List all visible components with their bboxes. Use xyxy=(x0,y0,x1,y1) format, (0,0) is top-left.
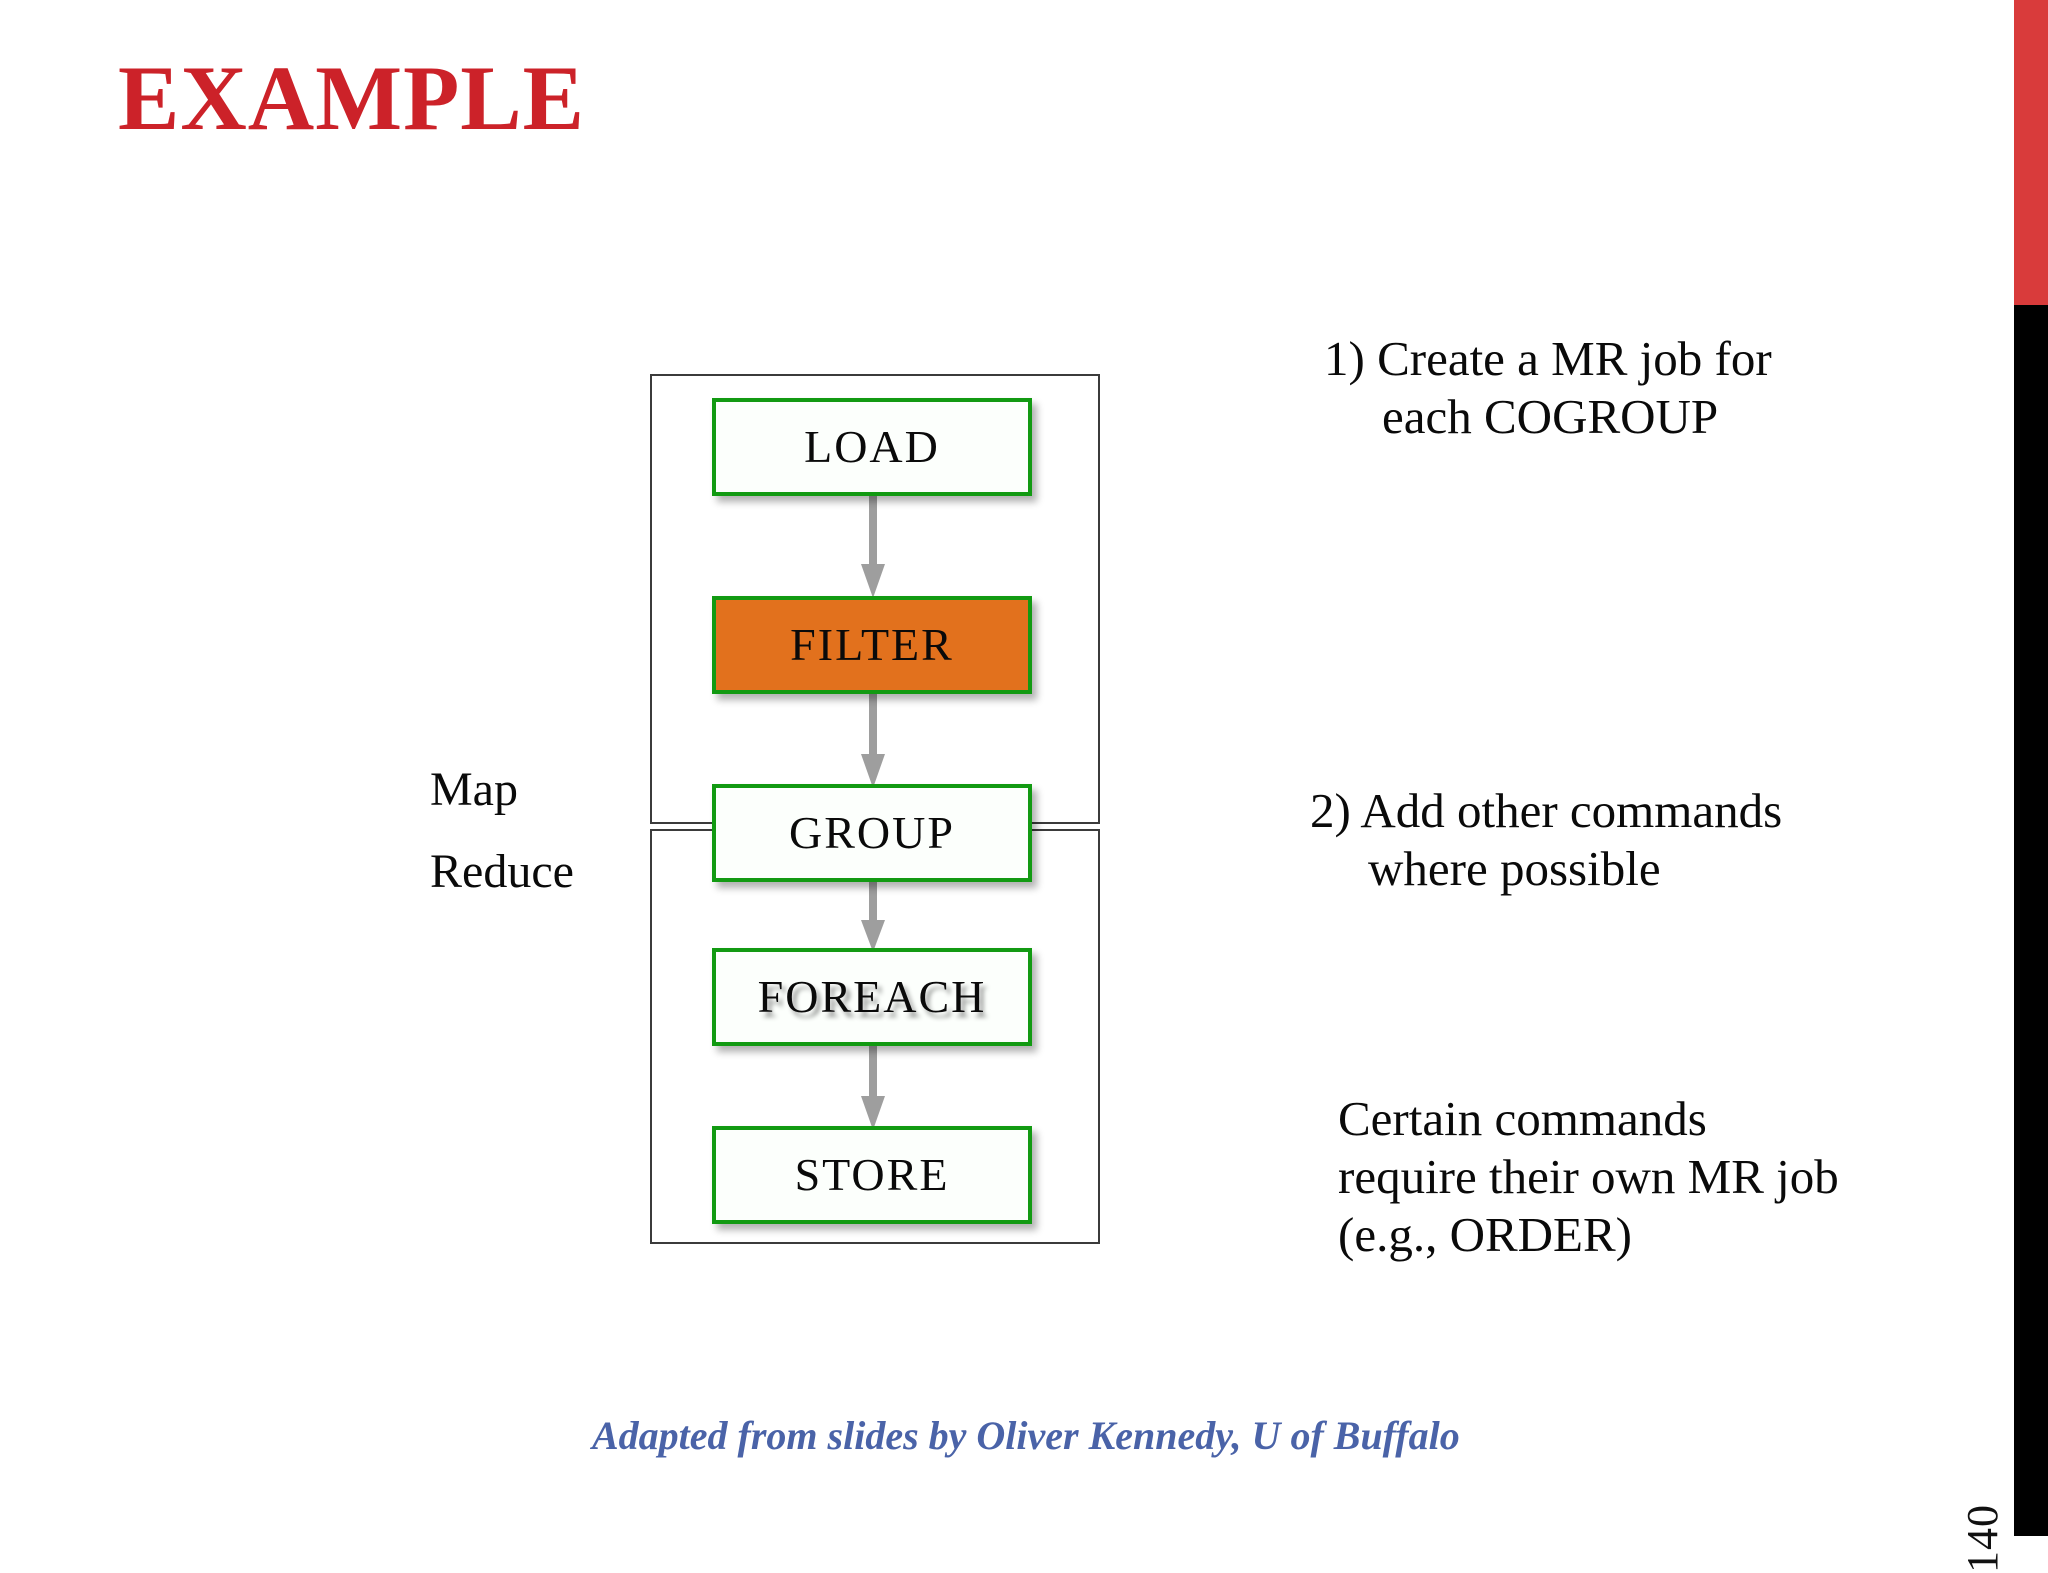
pig-pipeline-diagram: LOAD FILTER GROUP FOREACH STORE xyxy=(650,374,1100,1244)
pipeline-node-store[interactable]: STORE xyxy=(712,1126,1032,1224)
arrow-down-icon xyxy=(856,878,890,954)
pipeline-node-load[interactable]: LOAD xyxy=(712,398,1032,496)
note-line: (e.g., ORDER) xyxy=(1338,1206,1632,1262)
note-line: 2) Add other commands xyxy=(1310,783,1783,838)
note-add-other-commands: 2) Add other commands where possible xyxy=(1310,782,1970,898)
note-certain-commands: Certain commands require their own MR jo… xyxy=(1338,1090,1978,1263)
attribution-credit: Adapted from slides by Oliver Kennedy, U… xyxy=(592,1413,1460,1458)
accent-bar-red xyxy=(2014,0,2048,305)
note-line: Certain commands xyxy=(1338,1091,1707,1146)
note-line: require their own MR job xyxy=(1338,1148,1839,1204)
page-title: EXAMPLE xyxy=(118,47,585,149)
pipeline-node-group[interactable]: GROUP xyxy=(712,784,1032,882)
pipeline-node-label: LOAD xyxy=(804,421,940,472)
map-region-label: Map xyxy=(430,763,518,816)
note-line: where possible xyxy=(1368,840,1661,896)
pipeline-node-label: FILTER xyxy=(790,619,954,670)
page-number: 140 xyxy=(1958,1504,2007,1573)
pipeline-node-filter[interactable]: FILTER xyxy=(712,596,1032,694)
note-line: each COGROUP xyxy=(1382,388,1719,444)
pipeline-node-label: FOREACH xyxy=(757,971,987,1022)
pipeline-node-label: GROUP xyxy=(789,807,955,858)
pipeline-node-label: STORE xyxy=(794,1149,950,1200)
arrow-down-icon xyxy=(856,690,890,790)
accent-bar-black xyxy=(2014,305,2048,1536)
note-create-mr-job: 1) Create a MR job for each COGROUP xyxy=(1324,330,1964,446)
pipeline-node-foreach[interactable]: FOREACH xyxy=(712,948,1032,1046)
reduce-region-label: Reduce xyxy=(430,845,574,898)
note-line: 1) Create a MR job for xyxy=(1324,331,1772,386)
arrow-down-icon xyxy=(856,1042,890,1132)
arrow-down-icon xyxy=(856,492,890,602)
